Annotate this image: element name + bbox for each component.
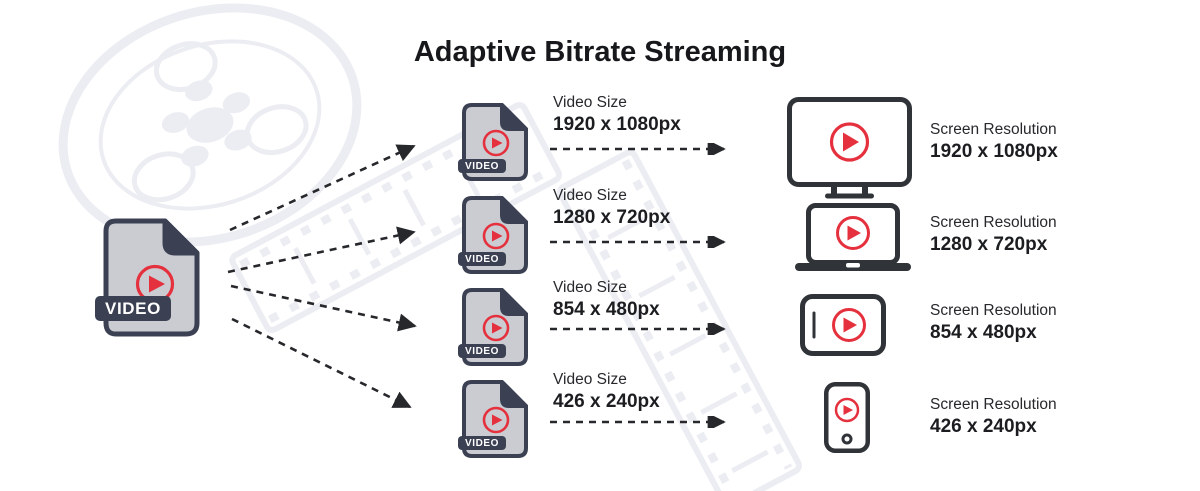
- screen-resolution-label: Screen Resolution: [930, 396, 1057, 413]
- video-size-label-group: Video Size 1920 x 1080px: [553, 92, 681, 137]
- video-size-value: 1280 x 720px: [553, 207, 671, 228]
- source-video-file-icon: VIDEO: [95, 218, 200, 337]
- stream-row: VIDEO Video Size 1920 x 1080px Screen Re…: [0, 94, 1200, 199]
- dashed-arrow-icon: [550, 323, 726, 335]
- dashed-arrow-icon: [550, 236, 726, 248]
- stream-row: VIDEO Video Size 1280 x 720px Screen Res…: [0, 187, 1200, 291]
- video-file-badge: VIDEO: [458, 252, 506, 266]
- stream-row: VIDEO Video Size 426 x 240px Screen Reso…: [0, 371, 1200, 475]
- video-file-badge: VIDEO: [458, 159, 506, 173]
- tablet-icon: [800, 294, 886, 361]
- smartphone-icon: [824, 382, 870, 458]
- page-title: Adaptive Bitrate Streaming: [413, 36, 787, 68]
- laptop-icon: [795, 203, 911, 278]
- video-size-label-group: Video Size 426 x 240px: [553, 369, 660, 414]
- video-size-label-group: Video Size 854 x 480px: [553, 277, 660, 322]
- screen-resolution-label-group: Screen Resolution 1280 x 720px: [930, 212, 1057, 257]
- video-size-label: Video Size: [553, 187, 627, 204]
- dashed-arrow-icon: [550, 416, 726, 428]
- video-size-label: Video Size: [553, 94, 627, 111]
- video-file-icon: VIDEO: [458, 196, 528, 274]
- screen-resolution-label-group: Screen Resolution 426 x 240px: [930, 394, 1057, 439]
- screen-resolution-label: Screen Resolution: [930, 214, 1057, 231]
- video-file-icon: VIDEO: [458, 380, 528, 458]
- fan-arrows-icon: [227, 144, 417, 409]
- screen-resolution-value: 426 x 240px: [930, 416, 1037, 437]
- video-file-badge: VIDEO: [95, 296, 171, 321]
- video-size-label: Video Size: [553, 279, 627, 296]
- video-size-value: 854 x 480px: [553, 299, 660, 320]
- screen-resolution-value: 1280 x 720px: [930, 234, 1048, 255]
- video-size-value: 426 x 240px: [553, 391, 660, 412]
- screen-resolution-label-group: Screen Resolution 854 x 480px: [930, 300, 1057, 345]
- video-size-value: 1920 x 1080px: [553, 114, 681, 135]
- dashed-arrow-icon: [550, 143, 726, 155]
- video-size-label-group: Video Size 1280 x 720px: [553, 185, 670, 230]
- video-file-icon: VIDEO: [458, 103, 528, 181]
- screen-resolution-value: 1920 x 1080px: [930, 141, 1058, 162]
- monitor-icon: [787, 97, 912, 204]
- video-file-badge: VIDEO: [458, 436, 506, 450]
- video-file-icon: VIDEO: [458, 288, 528, 366]
- screen-resolution-label-group: Screen Resolution 1920 x 1080px: [930, 119, 1058, 164]
- video-file-badge: VIDEO: [458, 344, 506, 358]
- screen-resolution-value: 854 x 480px: [930, 322, 1037, 343]
- screen-resolution-label: Screen Resolution: [930, 121, 1057, 138]
- screen-resolution-label: Screen Resolution: [930, 302, 1057, 319]
- stream-row: VIDEO Video Size 854 x 480px Screen Reso…: [0, 279, 1200, 383]
- video-size-label: Video Size: [553, 371, 627, 388]
